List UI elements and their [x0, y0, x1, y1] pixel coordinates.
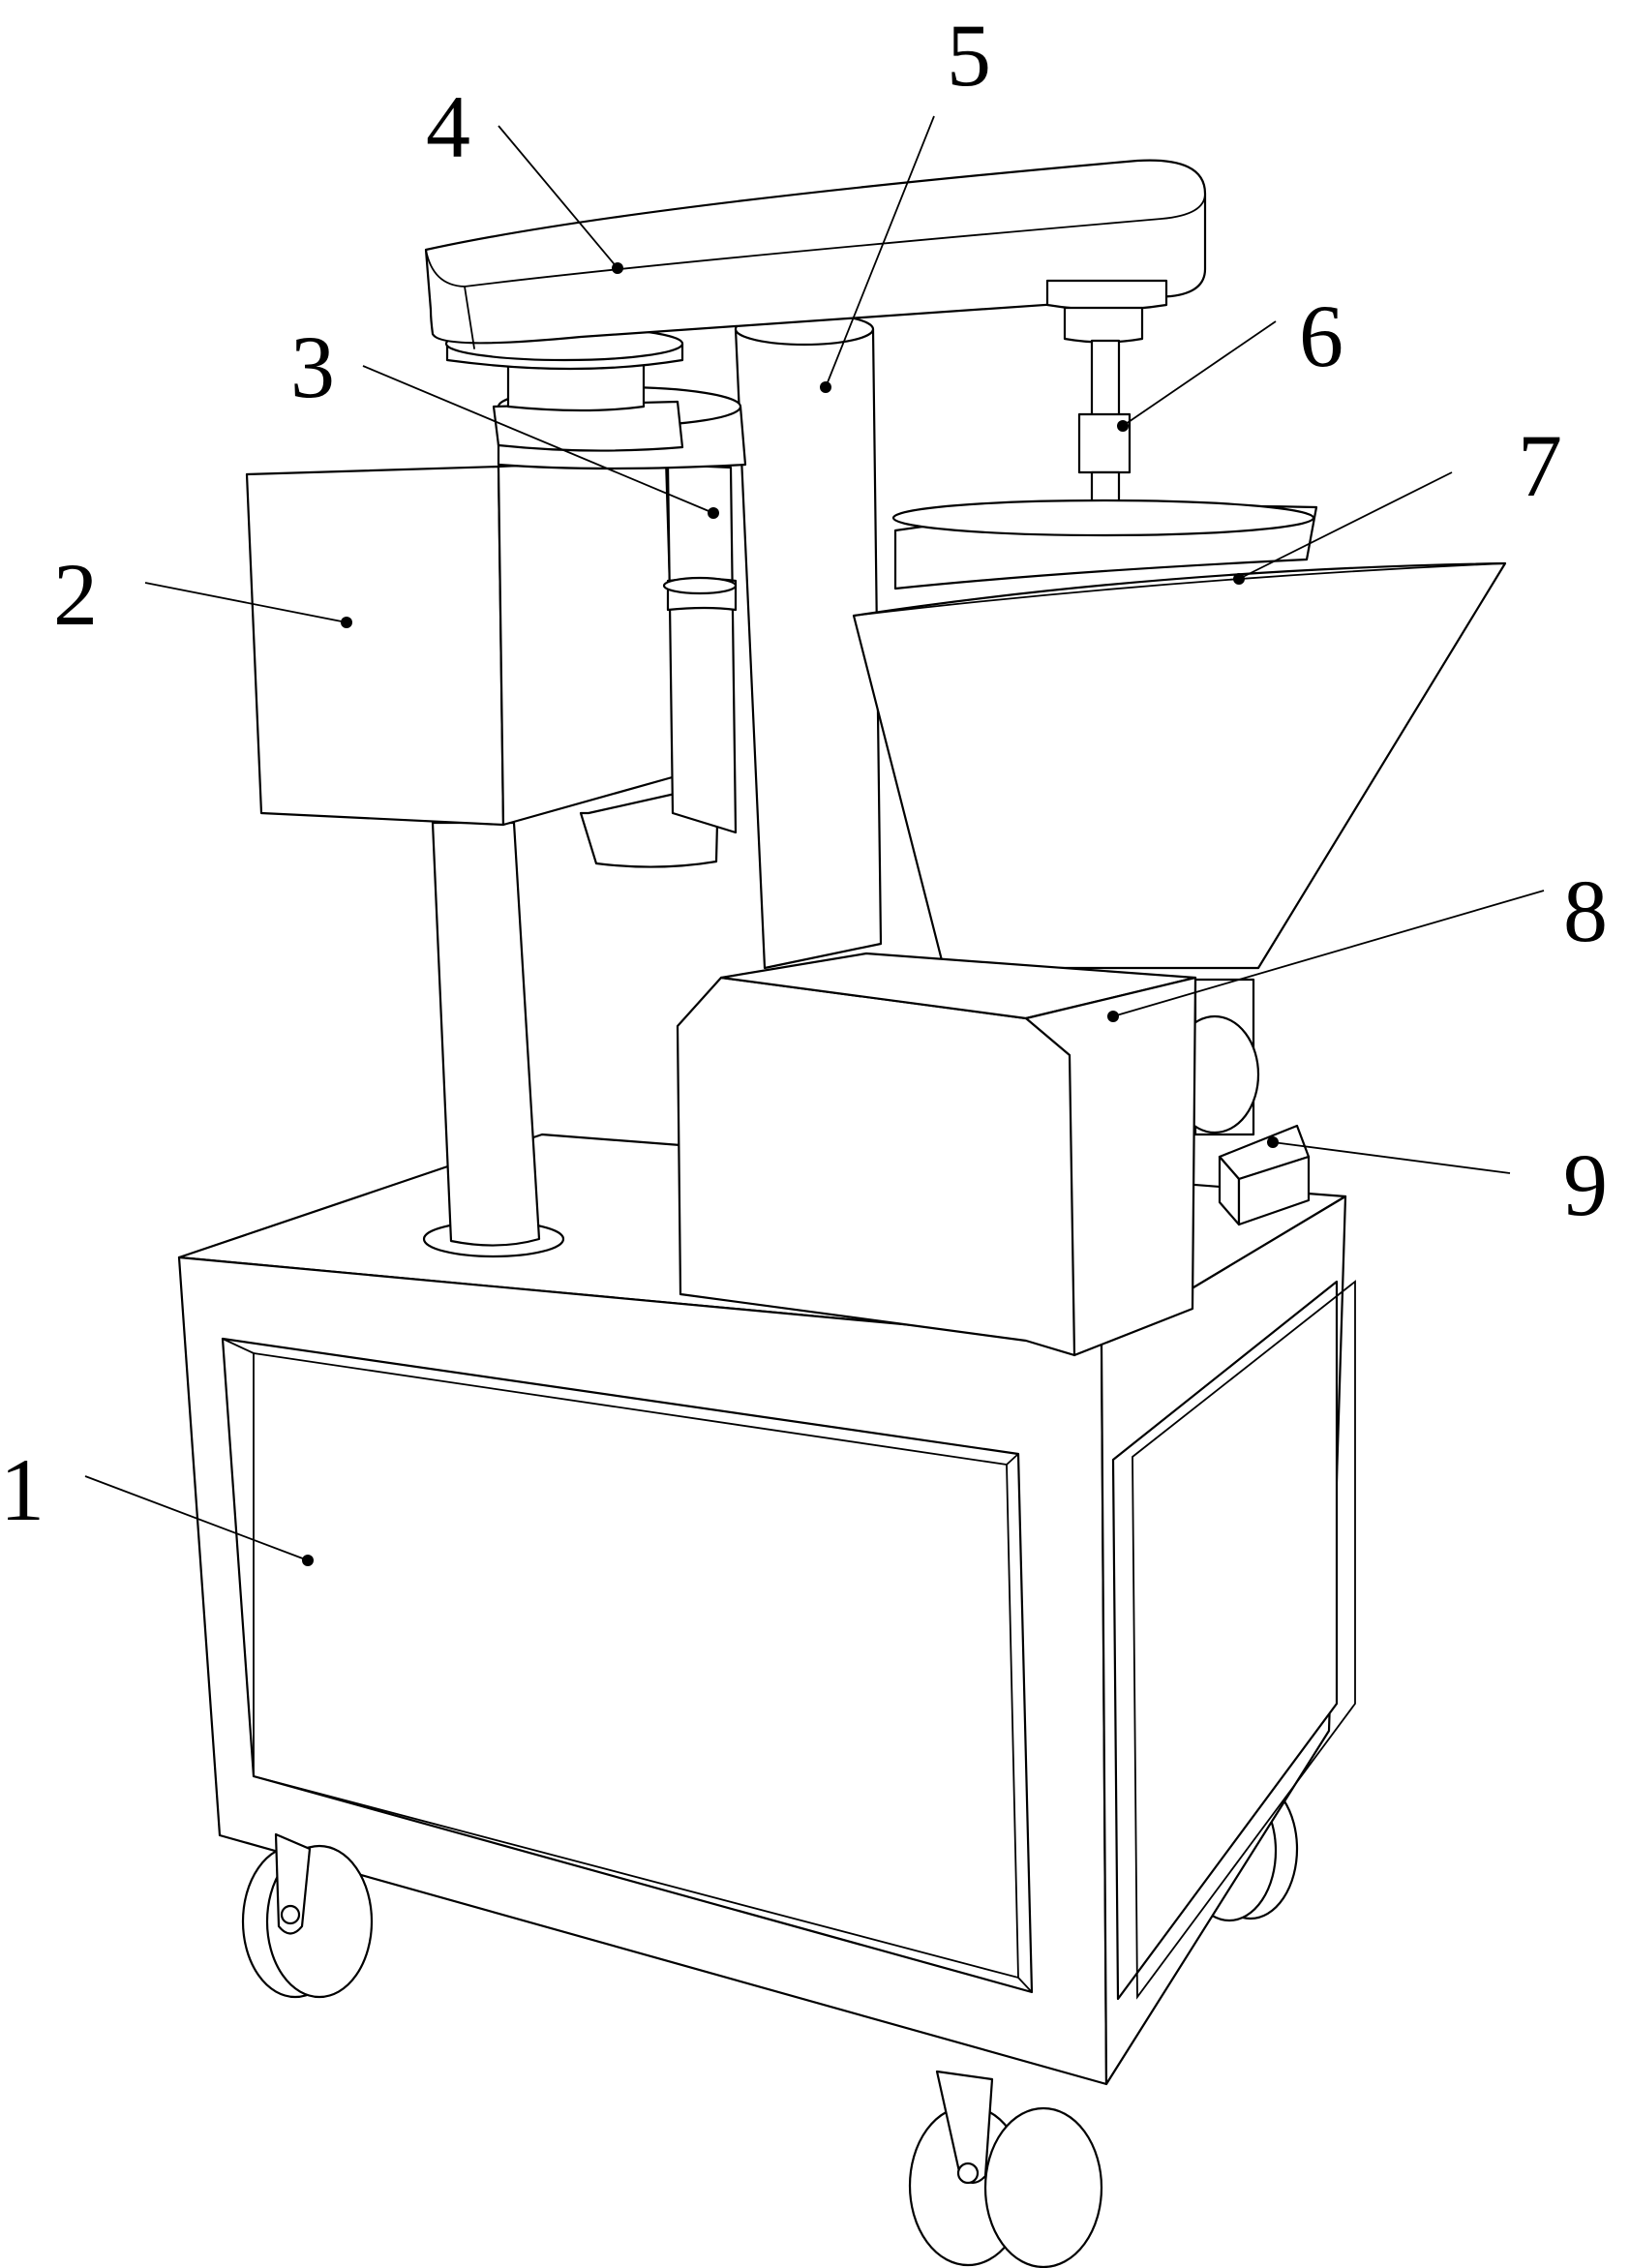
- callout-leaders: [84, 115, 1545, 1566]
- leader-dot-4: [612, 262, 623, 274]
- front-right-wheel: [908, 2070, 1103, 2268]
- leader-line-2: [144, 582, 347, 623]
- callout-label-1: 1: [0, 1440, 45, 1539]
- callout-label-4: 4: [426, 77, 470, 176]
- front-left-wheel: [241, 1832, 374, 1999]
- leader-dot-6: [1117, 420, 1129, 432]
- feed-hopper: [852, 499, 1507, 970]
- leader-line-5: [825, 115, 935, 388]
- leader-line-1: [84, 1475, 309, 1561]
- drive-motor-box: [245, 457, 720, 868]
- leader-line-7: [1238, 471, 1453, 580]
- leader-dot-9: [1267, 1136, 1279, 1148]
- leader-dot-5: [820, 381, 831, 393]
- callout-label-8: 8: [1563, 862, 1608, 960]
- callout-label-7: 7: [1518, 416, 1562, 515]
- callout-label-6: 6: [1299, 287, 1343, 385]
- callout-label-9: 9: [1563, 1135, 1608, 1234]
- control-switch: [1218, 1124, 1311, 1226]
- right-shaft: [1045, 279, 1168, 509]
- belt-housing: [424, 159, 1207, 349]
- leader-line-3: [362, 365, 714, 514]
- callout-label-3: 3: [290, 318, 335, 416]
- leader-dot-8: [1107, 1011, 1119, 1022]
- callout-label-5: 5: [947, 6, 991, 105]
- base-cabinet: [177, 1133, 1356, 2086]
- leader-dot-2: [341, 617, 352, 628]
- crusher-housing: [676, 952, 1197, 1357]
- leader-dot-1: [302, 1555, 314, 1566]
- leader-dot-7: [1233, 573, 1245, 585]
- callout-labels: 1 2 3 4 5 6 7 8 9: [0, 6, 1608, 1539]
- lifting-post: [422, 821, 565, 1258]
- leader-line-4: [498, 125, 619, 269]
- support-column: [734, 312, 883, 970]
- shaft-coupling: [492, 356, 747, 834]
- callout-label-2: 2: [53, 545, 98, 644]
- leader-line-9: [1272, 1141, 1511, 1174]
- leader-dot-3: [708, 507, 719, 519]
- leader-line-8: [1112, 890, 1545, 1017]
- leader-line-6: [1122, 320, 1277, 427]
